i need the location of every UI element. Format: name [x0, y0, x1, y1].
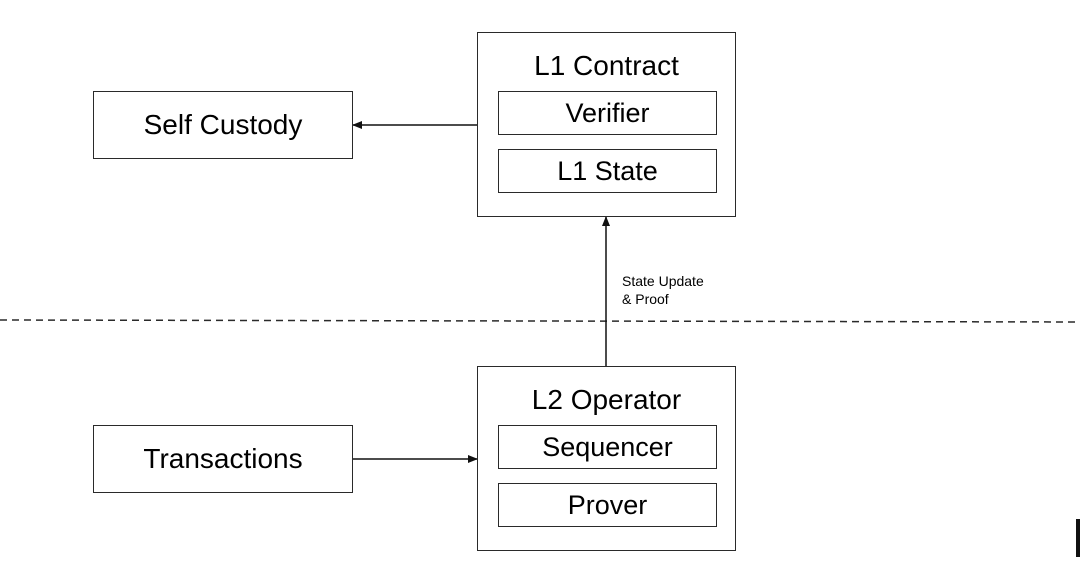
l1-state-label: L1 State	[557, 155, 658, 186]
l2-operator-title: L2 Operator	[531, 384, 682, 415]
prover-component: Prover	[498, 483, 717, 527]
corner-edge-mark	[1076, 519, 1080, 557]
sequencer-component: Sequencer	[498, 425, 717, 469]
l1-contract-node: L1 Contract Verifier L1 State	[477, 32, 736, 217]
edge-label-line-1: State Update	[622, 273, 704, 289]
sequencer-label: Sequencer	[542, 431, 673, 462]
verifier-component: Verifier	[498, 91, 717, 135]
self-custody-label: Self Custody	[143, 109, 303, 140]
state-update-proof-label: State Update & Proof	[622, 272, 704, 308]
edge-label-line-2: & Proof	[622, 291, 669, 307]
transactions-node: Transactions	[93, 425, 353, 493]
prover-label: Prover	[567, 489, 648, 520]
transactions-label: Transactions	[143, 443, 303, 474]
l2-operator-node: L2 Operator Sequencer Prover	[477, 366, 736, 551]
l1-state-component: L1 State	[498, 149, 717, 193]
l1-boundary-dashed-line	[0, 319, 1080, 323]
verifier-label: Verifier	[565, 97, 650, 128]
self-custody-node: Self Custody	[93, 91, 353, 159]
l1-contract-title: L1 Contract	[534, 50, 679, 81]
